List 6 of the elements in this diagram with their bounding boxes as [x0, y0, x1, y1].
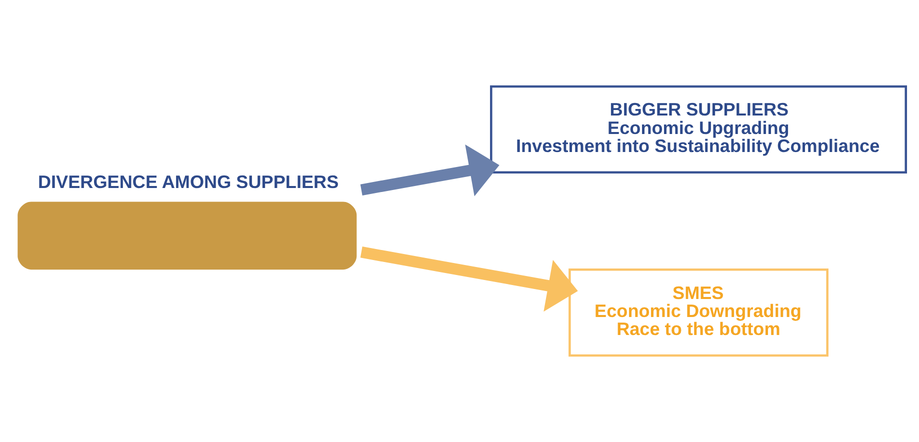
- node-bar: [18, 202, 357, 270]
- node-label: DIVERGENCE AMONG SUPPLIERS: [38, 172, 339, 192]
- arrow: [360, 246, 578, 312]
- node-box: BIGGER SUPPLIERS Economic Upgrading Investment into Sustainability Compliance: [490, 85, 907, 174]
- arrow: [360, 144, 500, 196]
- node-box: SMES Economic Downgrading Race to the bottom: [568, 268, 828, 357]
